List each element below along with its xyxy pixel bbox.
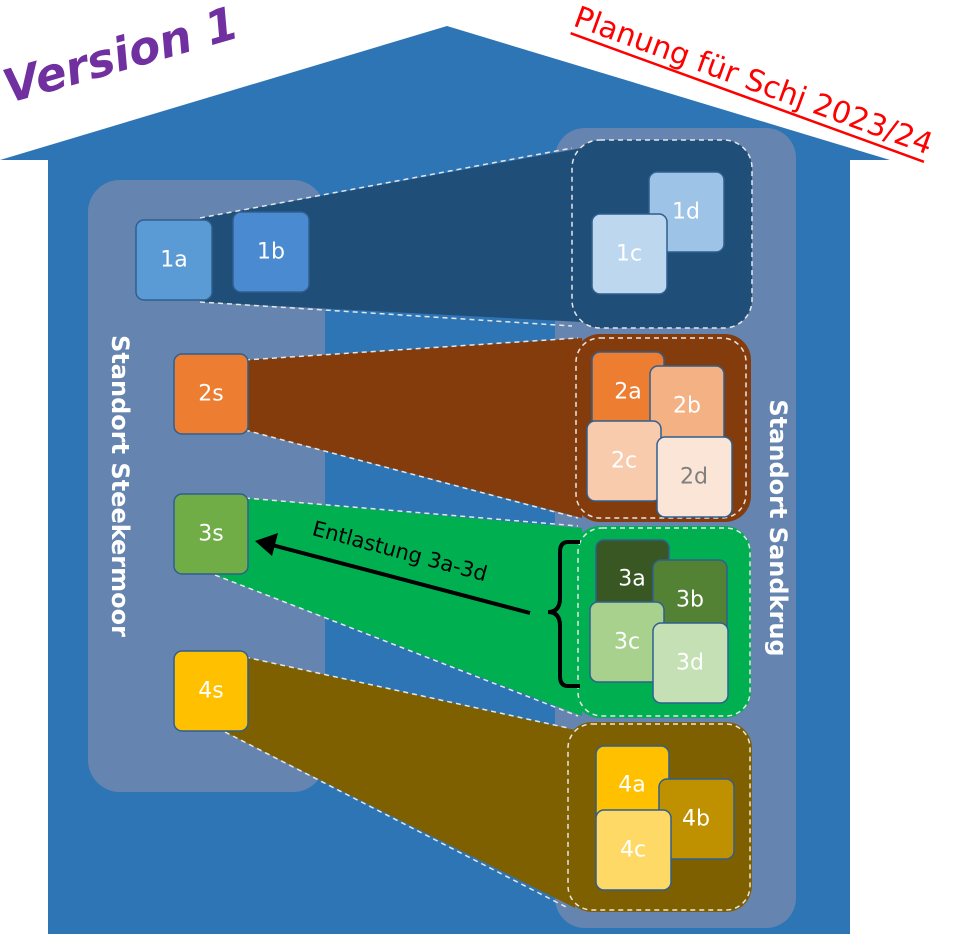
class-box-2a: 2a <box>591 351 665 431</box>
svg-text:3b: 3b <box>676 588 704 613</box>
svg-text:3d: 3d <box>676 651 704 676</box>
class-box-2d: 2d <box>656 436 733 518</box>
class-box-4c: 4c <box>595 809 672 891</box>
version-label: Version 1 <box>0 0 244 114</box>
relief-arrow <box>255 533 580 688</box>
svg-text:2c: 2c <box>611 449 637 474</box>
svg-text:2b: 2b <box>673 394 701 419</box>
svg-text:4a: 4a <box>618 773 645 798</box>
svg-text:1a: 1a <box>160 248 187 273</box>
svg-text:4s: 4s <box>198 679 223 704</box>
svg-text:1b: 1b <box>257 240 285 265</box>
class-box-3d: 3d <box>652 622 729 704</box>
svg-text:1c: 1c <box>616 242 642 267</box>
svg-text:2d: 2d <box>680 465 708 490</box>
svg-text:2a: 2a <box>614 380 641 405</box>
svg-text:4b: 4b <box>682 807 710 832</box>
svg-text:4c: 4c <box>620 838 646 863</box>
class-box-2b: 2b <box>649 365 725 447</box>
svg-text:3a: 3a <box>618 567 645 592</box>
site-label-steekermoor: Standort Steekermoor <box>106 335 134 637</box>
site-label-sandkrug: Standort Sandkrug <box>764 399 792 656</box>
class-box-1c: 1c <box>591 213 668 295</box>
class-box-3b: 3b <box>652 559 728 641</box>
class-box-3c: 3c <box>589 601 665 683</box>
class-box-4a: 4a <box>595 745 670 825</box>
svg-text:3s: 3s <box>198 522 223 547</box>
class-box-2c: 2c <box>586 420 662 502</box>
class-box-2s: 2s <box>173 353 249 435</box>
class-box-4s: 4s <box>173 650 249 732</box>
class-box-1b: 1b <box>232 211 310 293</box>
site-panel-steekermoor <box>88 180 325 792</box>
svg-text:1d: 1d <box>672 200 700 225</box>
class-box-3s: 3s <box>173 493 249 575</box>
svg-text:3c: 3c <box>614 630 640 655</box>
svg-text:2s: 2s <box>198 382 223 407</box>
class-box-1a: 1a <box>135 219 213 301</box>
